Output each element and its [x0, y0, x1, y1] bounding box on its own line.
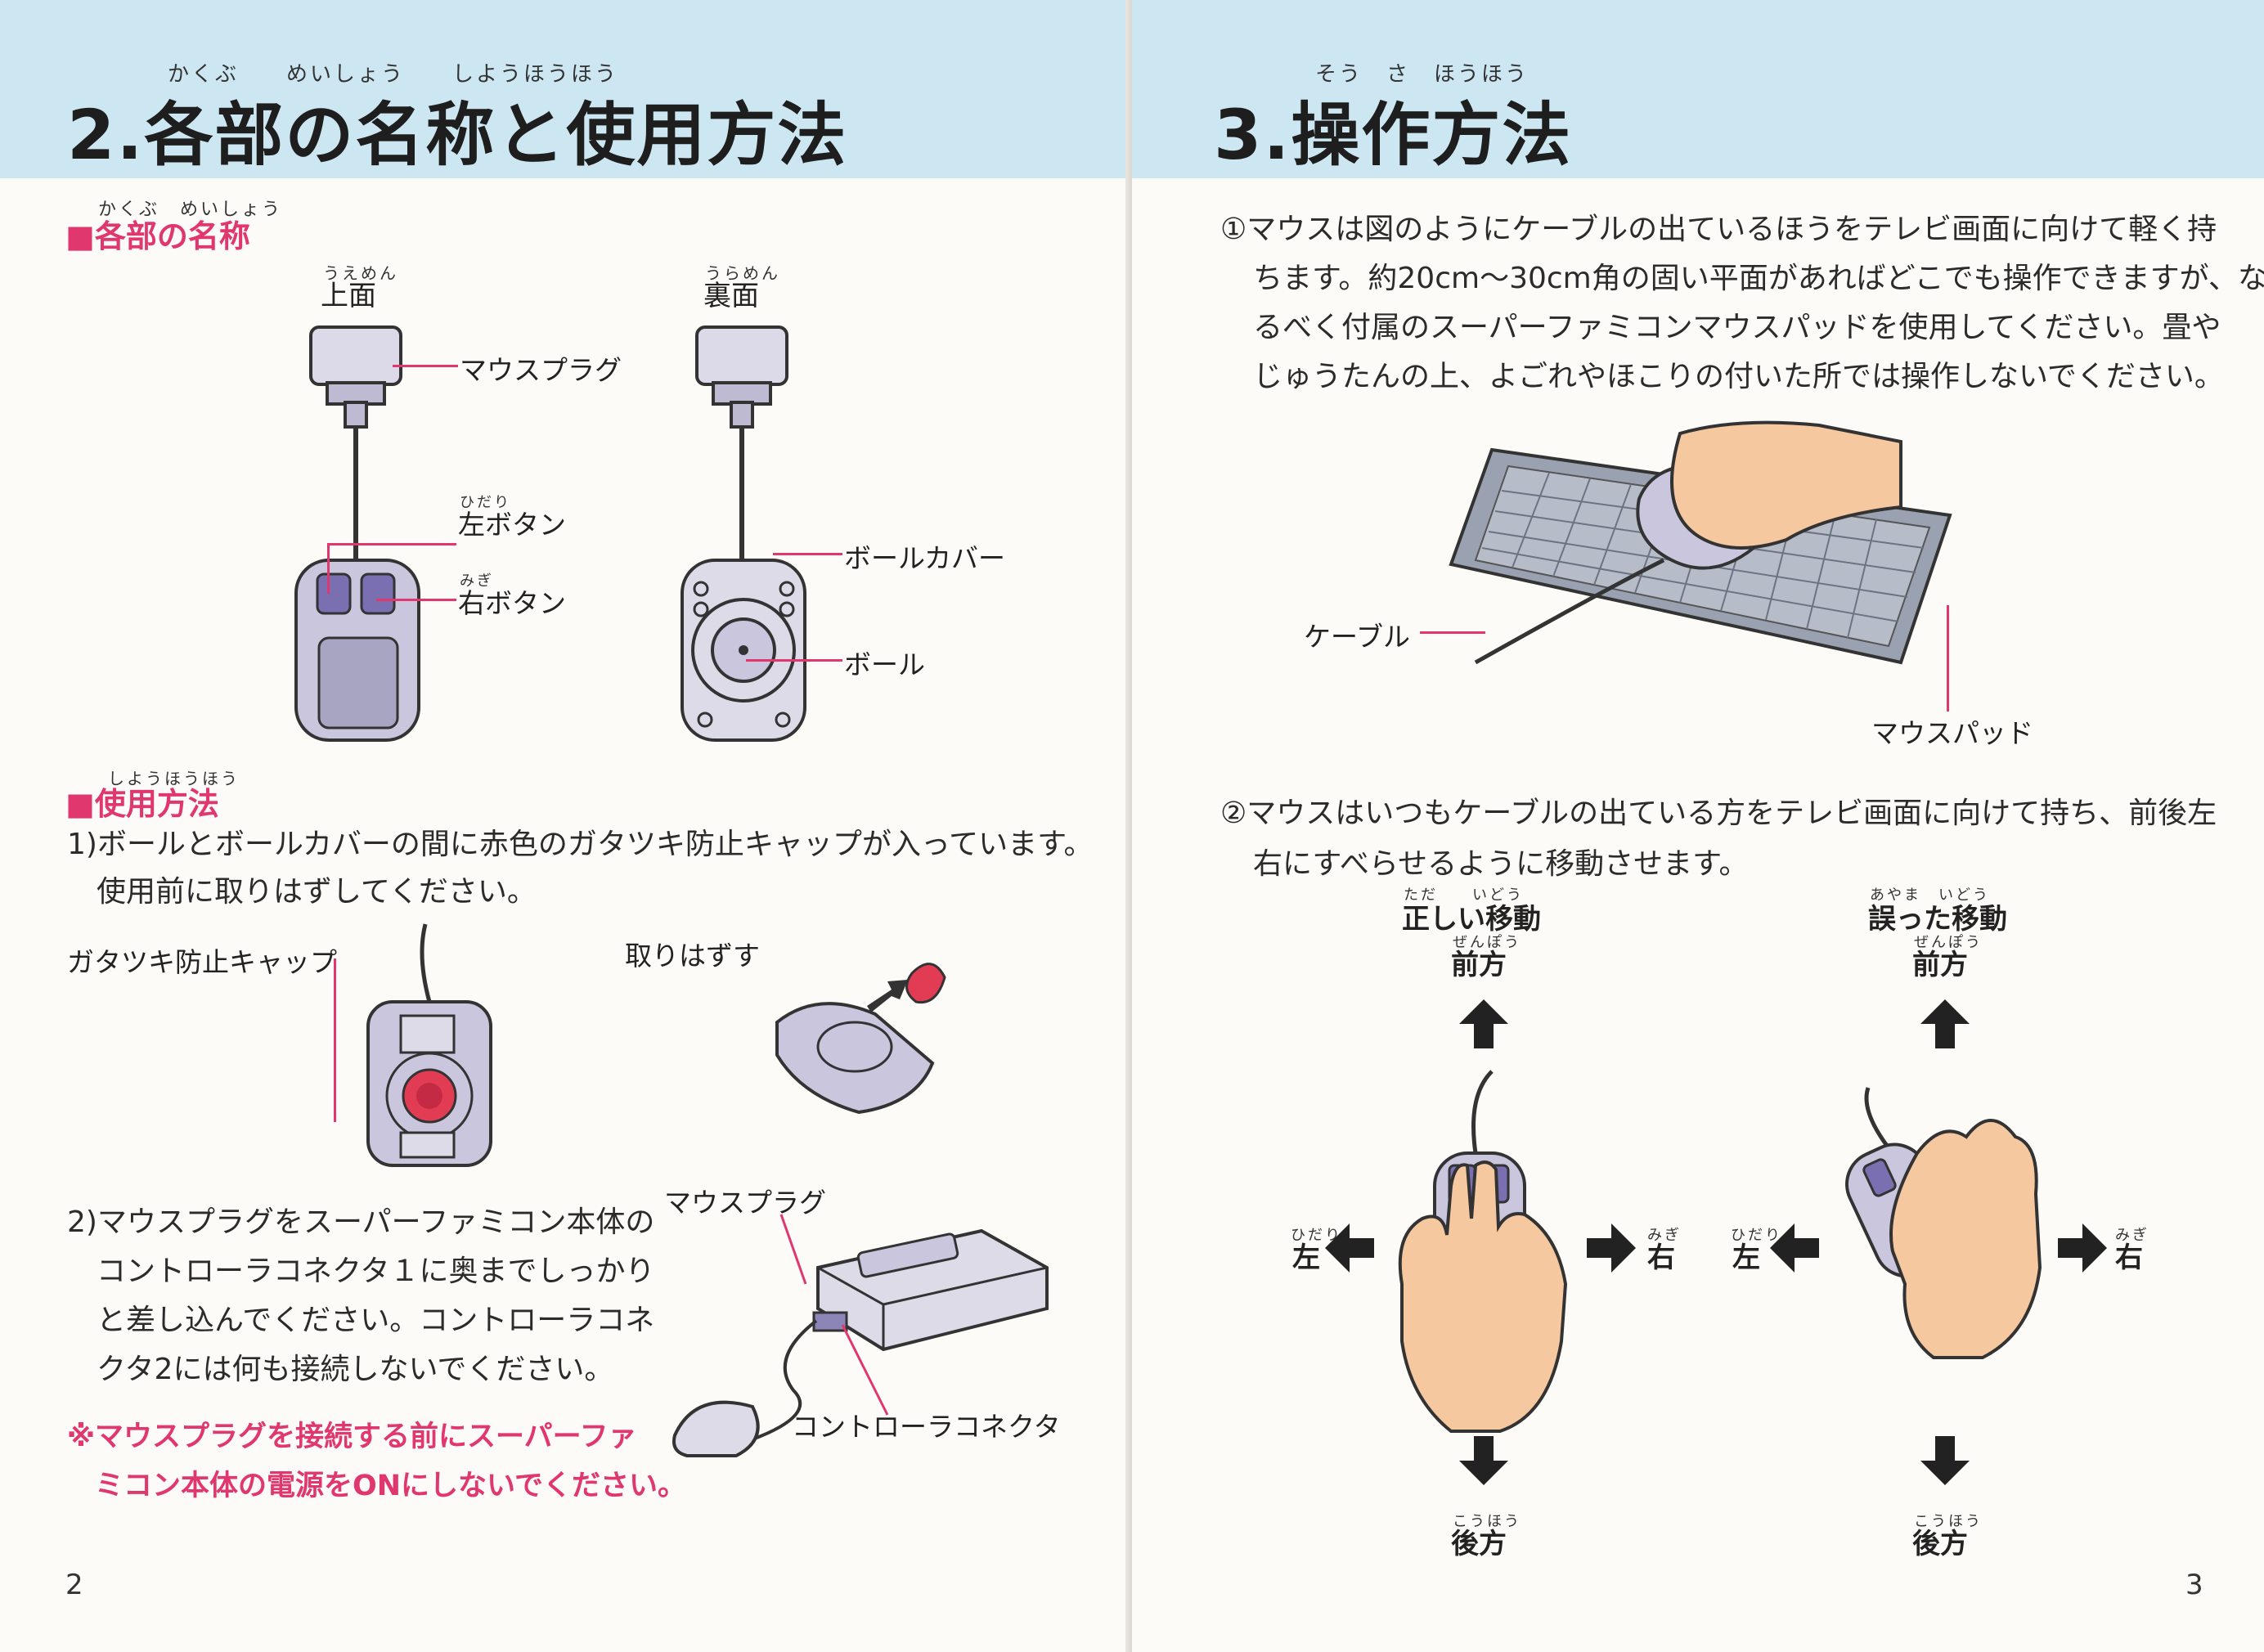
sec2-heading: ■使用方法 [65, 786, 219, 822]
ball-label: ボール [844, 649, 925, 680]
wrong-ruby: あやま いどう [1870, 887, 1990, 904]
up-arrow-1 [1459, 999, 1508, 1048]
note-line2: ミコン本体の電源をONにしないでください。 [95, 1470, 686, 1502]
bottom-view-label: 裏面 [703, 280, 759, 312]
left-ruby-1: ひだり [1291, 1227, 1342, 1244]
correct-label: 正しい移動 [1402, 903, 1541, 936]
step1-line1: 1)ボールとボールカバーの間に赤色のガタツキ防止キャップが入っています。 [67, 828, 1094, 861]
mouse-with-cap-illustration [366, 923, 492, 1167]
mousepad-illustration [1449, 420, 1952, 665]
left-btn-leader-h [327, 543, 456, 545]
forward-label-2: 前方 [1912, 949, 1968, 981]
right-button-label: 右ボタン [458, 587, 566, 619]
fwd-ruby-1: ぜんぽう [1453, 934, 1521, 951]
right-page-number: 3 [2185, 1569, 2203, 1601]
down-arrow-1 [1459, 1436, 1508, 1485]
step1-line2: 使用前に取りはずしてください。 [97, 875, 537, 909]
r-step1-line4: じゅうたんの上、よごれやほこりの付いた所では操作しないでください。 [1253, 360, 2224, 393]
step2-line1: 2)マウスプラグをスーパーファミコン本体の [67, 1205, 655, 1239]
right-btn-leader [376, 599, 456, 601]
right-page-title: 3.操作方法 [1214, 95, 1573, 175]
pad-label: マウスパッド [1871, 717, 2033, 749]
sec1-ruby: かくぶ めいしょう [98, 200, 283, 220]
remove-label: 取りはずす [625, 940, 760, 972]
right-arrow-1 [1587, 1223, 1636, 1273]
plug-label-2: マウスプラグ [664, 1187, 826, 1219]
sec2-ruby: しようほうほう [108, 769, 240, 788]
mouse-top-illustration [294, 325, 420, 742]
console-illustration [672, 1214, 1049, 1457]
plug-leader-line [393, 365, 458, 367]
note-line1: ※マウスプラグを接続する前にスーパーファ [67, 1421, 637, 1453]
left-page: かくぶ めいしょう しようほうほう 2.各部の名称と使用方法 かくぶ めいしょう… [0, 0, 1132, 1601]
r-step1-line1: ①マウスは図のようにケーブルの出ているほうをテレビ画面に向けて軽く持 [1220, 213, 2217, 246]
up-arrow-2 [1920, 999, 1970, 1048]
connector-label: コントローラコネクタ [792, 1411, 1061, 1443]
left-btn-leader-v [327, 543, 330, 594]
left-label-1: 左 [1292, 1241, 1320, 1274]
left-button-label: 左ボタン [458, 509, 566, 541]
left-page-number: 2 [65, 1569, 83, 1601]
back-ruby-1: こうほう [1453, 1513, 1521, 1530]
cable-leader [1420, 631, 1485, 634]
right-arrow-2 [2058, 1223, 2107, 1273]
right-header-band [1132, 0, 2264, 178]
ball-cover-label: ボールカバー [844, 542, 1006, 574]
r-step1-line3: るべく付属のスーパーファミコンマウスパッドを使用してください。畳や [1253, 311, 2221, 344]
fwd-ruby-2: ぜんぽう [1914, 934, 1983, 951]
left-arrow-2 [1770, 1223, 1819, 1273]
pad-leader [1947, 605, 1949, 712]
cap-label: ガタツキ防止キャップ [67, 946, 337, 978]
forward-label-1: 前方 [1451, 949, 1507, 981]
left-arrow-1 [1325, 1223, 1374, 1273]
mouse-plug-label: マウスプラグ [460, 354, 622, 386]
step2-line4: クタ2には何も接続しないでください。 [97, 1353, 614, 1386]
r-step1-line2: ちます。約20cm〜30cm角の固い平面があればどこでも操作できますが、な [1253, 262, 2264, 295]
r-step2-line2: 右にすべらせるように移動させます。 [1253, 847, 1749, 881]
wrong-hand-illustration [1845, 1087, 2042, 1359]
right-label-2: 右 [2115, 1241, 2143, 1274]
sec1-heading: ■各部の名称 [65, 218, 250, 254]
top-view-ruby: うえめん [323, 263, 398, 283]
top-view-label: 上面 [321, 280, 376, 312]
left-ruby-2: ひだり [1731, 1227, 1782, 1244]
left-title-ruby: かくぶ めいしょう しようほうほう [168, 62, 619, 87]
left-button-ruby: ひだり [460, 494, 511, 511]
left-label-2: 左 [1732, 1241, 1760, 1274]
right-ruby-2: みぎ [2115, 1227, 2149, 1244]
back-ruby-2: こうほう [1914, 1513, 1983, 1530]
correct-hand-illustration [1398, 1070, 1568, 1433]
cap-removal-illustration [775, 963, 946, 1115]
wrong-label: 誤った移動 [1868, 903, 2007, 936]
r-step2-line1: ②マウスはいつもケーブルの出ている方をテレビ画面に向けて持ち、前後左 [1220, 797, 2217, 830]
correct-ruby: ただ いどう [1404, 887, 1524, 904]
backward-label-1: 後方 [1451, 1528, 1507, 1560]
bottom-view-ruby: うらめん [705, 263, 780, 283]
right-title-ruby: そう さ ほうほう [1315, 62, 1530, 87]
step2-line3: と差し込んでください。コントローラコネ [97, 1304, 655, 1337]
right-label-1: 右 [1647, 1241, 1675, 1274]
left-page-title: 2.各部の名称と使用方法 [67, 95, 848, 175]
step2-line2: コントローラコネクタ１に奥までしっかり [97, 1255, 655, 1288]
right-button-ruby: みぎ [460, 572, 494, 590]
right-page: そう さ ほうほう 3.操作方法 ①マウスは図のようにケーブルの出ているほうをテ… [1132, 0, 2264, 1652]
down-arrow-2 [1920, 1436, 1970, 1485]
cable-label: ケーブル [1304, 621, 1411, 653]
cap-leader [334, 958, 336, 1122]
ball-cover-leader [773, 553, 842, 555]
ball-leader [746, 659, 842, 662]
right-ruby-1: みぎ [1647, 1227, 1682, 1244]
mouse-bottom-illustration [681, 325, 806, 742]
backward-label-2: 後方 [1912, 1528, 1968, 1560]
left-header-band [0, 0, 1132, 178]
